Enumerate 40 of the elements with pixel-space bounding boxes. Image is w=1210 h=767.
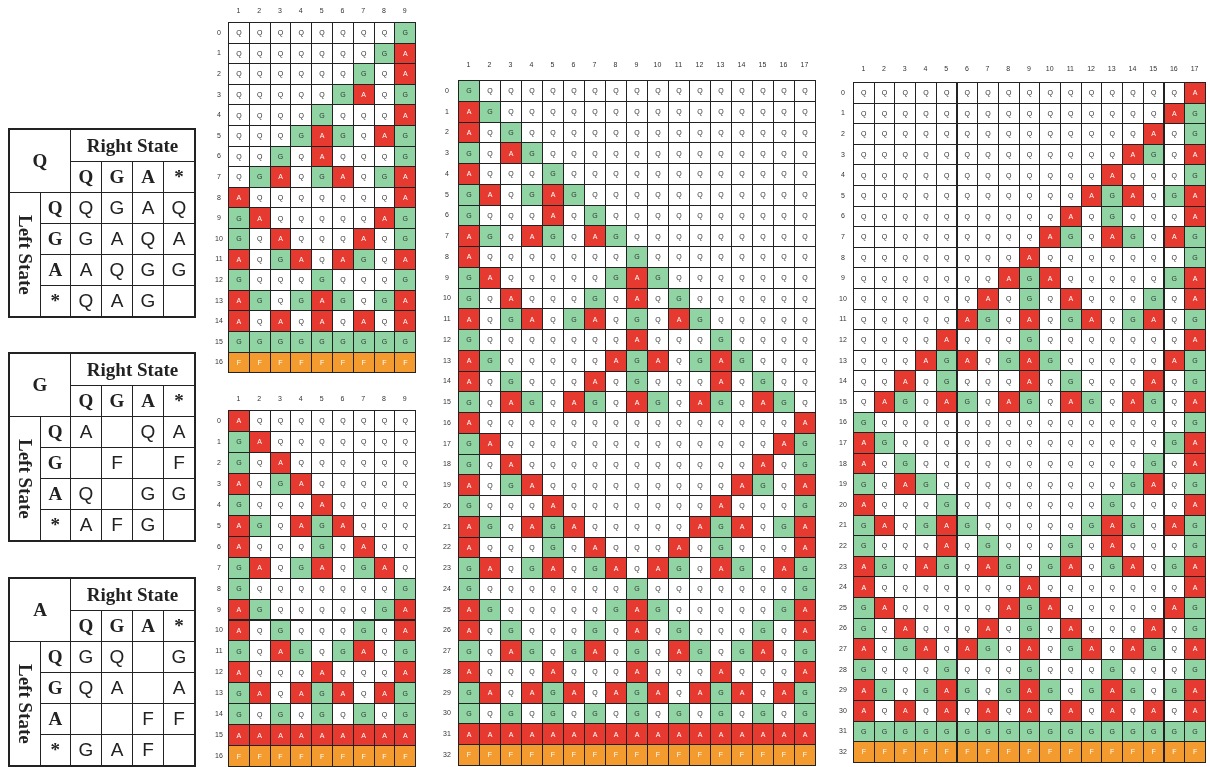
- column-header: A: [132, 610, 164, 642]
- row-header: Q: [40, 192, 71, 224]
- state-cell: A: [101, 672, 133, 704]
- column-header: A: [132, 161, 164, 193]
- row-header: A: [40, 703, 71, 735]
- row-header: A: [40, 254, 71, 286]
- row-header: G: [40, 672, 71, 704]
- row-header: G: [40, 447, 71, 479]
- state-label: Q: [9, 129, 71, 193]
- state-cell: Q: [132, 416, 164, 448]
- column-header: A: [132, 385, 164, 417]
- column-header: Q: [70, 610, 102, 642]
- state-label: G: [9, 353, 71, 417]
- column-header: G: [101, 161, 133, 193]
- column-header: Q: [70, 385, 102, 417]
- state-cell: Q: [70, 192, 102, 224]
- column-header: Q: [70, 161, 102, 193]
- state-cell: Q: [70, 672, 102, 704]
- state-cell: Q: [70, 478, 102, 510]
- state-cell: A: [101, 223, 133, 255]
- state-cell: G: [101, 192, 133, 224]
- column-header: G: [101, 385, 133, 417]
- state-cell: F: [132, 703, 164, 735]
- state-cell: Q: [132, 223, 164, 255]
- row-header: A: [40, 478, 71, 510]
- state-cell: G: [132, 254, 164, 286]
- state-cell: F: [101, 447, 133, 479]
- row-header: Q: [40, 641, 71, 673]
- state-cell: Q: [101, 254, 133, 286]
- state-cell: G: [70, 641, 102, 673]
- column-header: G: [101, 610, 133, 642]
- state-cell: A: [132, 192, 164, 224]
- state-cell: A: [70, 416, 102, 448]
- state-cell: G: [70, 223, 102, 255]
- row-header: Q: [40, 416, 71, 448]
- state-cell: A: [70, 254, 102, 286]
- state-cell: Q: [101, 641, 133, 673]
- state-cell: G: [132, 478, 164, 510]
- state-label: A: [9, 578, 71, 642]
- row-header: G: [40, 223, 71, 255]
